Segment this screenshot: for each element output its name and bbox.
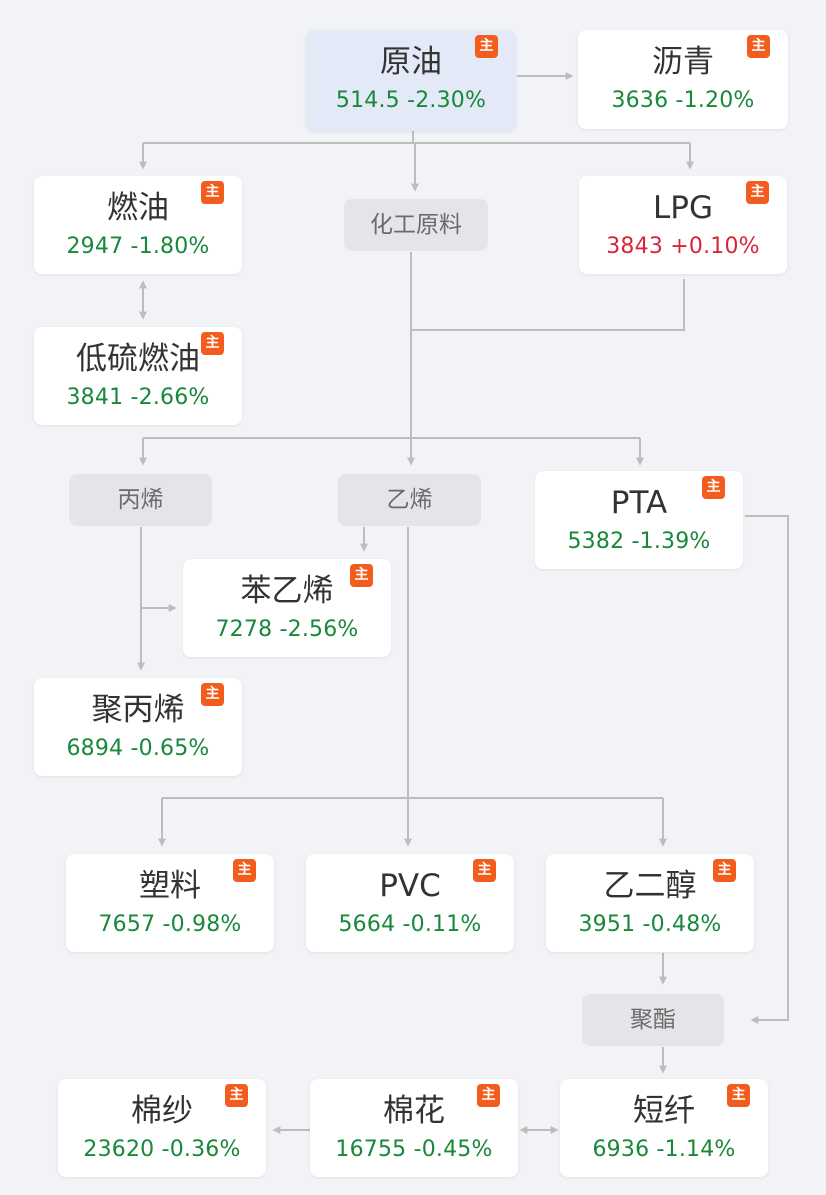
main-contract-badge: 主 [713, 859, 736, 882]
node-cotton[interactable]: 棉花 16755 -0.45% 主 [310, 1079, 518, 1177]
node-change: -1.39% [631, 529, 711, 554]
node-quote: 7278 -2.56% [183, 615, 391, 645]
node-price: 6936 [592, 1137, 650, 1162]
node-short-fiber[interactable]: 短纤 6936 -1.14% 主 [560, 1079, 768, 1177]
pta-polyester-arrow [745, 515, 789, 1024]
node-quote: 6936 -1.14% [560, 1135, 768, 1165]
node-price: 2947 [66, 234, 124, 259]
node-name: 棉花 [383, 1093, 445, 1129]
node-change: -1.80% [130, 234, 210, 259]
node-quote: 6894 -0.65% [34, 734, 242, 764]
node-change: -2.56% [279, 617, 359, 642]
node-name: 苯乙烯 [240, 573, 334, 609]
node-price: 6894 [66, 736, 124, 761]
node-quote: 3843 +0.10% [579, 232, 787, 262]
node-fuel-oil[interactable]: 燃油 2947 -1.80% 主 [34, 176, 242, 274]
node-change: -1.14% [656, 1137, 736, 1162]
node-name: 乙二醇 [603, 868, 697, 904]
node-pp[interactable]: 聚丙烯 6894 -0.65% 主 [34, 678, 242, 776]
node-price: 23620 [83, 1137, 155, 1162]
node-quote: 3951 -0.48% [546, 910, 754, 940]
node-price: 3843 [606, 234, 664, 259]
node-name: 燃油 [107, 190, 169, 226]
node-eg[interactable]: 乙二醇 3951 -0.48% 主 [546, 854, 754, 952]
node-quote: 7657 -0.98% [66, 910, 274, 940]
main-contract-badge: 主 [746, 181, 769, 204]
node-quote: 3636 -1.20% [578, 86, 788, 116]
main-contract-badge: 主 [727, 1084, 750, 1107]
node-price: 5382 [567, 529, 625, 554]
node-change: -0.36% [161, 1137, 241, 1162]
group-chem-raw: 化工原料 [344, 199, 488, 251]
node-quote: 23620 -0.36% [58, 1135, 266, 1165]
node-price: 514.5 [335, 88, 400, 113]
group-ethylene: 乙烯 [338, 474, 481, 526]
node-quote: 514.5 -2.30% [306, 86, 516, 116]
node-price: 16755 [335, 1137, 407, 1162]
group-polyester: 聚酯 [582, 994, 724, 1046]
main-contract-badge: 主 [473, 859, 496, 882]
node-change: -0.11% [402, 912, 482, 937]
node-change: -0.45% [413, 1137, 493, 1162]
node-change: +0.10% [670, 234, 760, 259]
node-name: 塑料 [139, 868, 201, 904]
node-asphalt[interactable]: 沥青 3636 -1.20% 主 [578, 30, 788, 129]
node-cotton-yarn[interactable]: 棉纱 23620 -0.36% 主 [58, 1079, 266, 1177]
node-lpg[interactable]: LPG 3843 +0.10% 主 [579, 176, 787, 274]
node-name: 聚丙烯 [91, 692, 185, 728]
main-contract-badge: 主 [475, 35, 498, 58]
node-change: -0.65% [130, 736, 210, 761]
node-name: 短纤 [633, 1093, 695, 1129]
node-name: 沥青 [652, 44, 714, 80]
node-pta[interactable]: PTA 5382 -1.39% 主 [535, 471, 743, 569]
node-pvc[interactable]: PVC 5664 -0.11% 主 [306, 854, 514, 952]
node-change: -1.20% [675, 88, 755, 113]
node-lsfo[interactable]: 低硫燃油 3841 -2.66% 主 [34, 327, 242, 425]
main-contract-badge: 主 [702, 476, 725, 499]
node-price: 7278 [215, 617, 273, 642]
node-change: -0.98% [162, 912, 242, 937]
main-contract-badge: 主 [350, 564, 373, 587]
node-name: PVC [379, 868, 441, 904]
node-price: 3841 [66, 385, 124, 410]
main-contract-badge: 主 [233, 859, 256, 882]
node-price: 3636 [611, 88, 669, 113]
node-plastic[interactable]: 塑料 7657 -0.98% 主 [66, 854, 274, 952]
node-styrene[interactable]: 苯乙烯 7278 -2.56% 主 [183, 559, 391, 657]
node-change: -0.48% [642, 912, 722, 937]
main-contract-badge: 主 [201, 683, 224, 706]
main-contract-badge: 主 [747, 35, 770, 58]
node-quote: 3841 -2.66% [34, 383, 242, 413]
main-contract-badge: 主 [477, 1084, 500, 1107]
node-quote: 16755 -0.45% [310, 1135, 518, 1165]
node-name: 棉纱 [131, 1093, 193, 1129]
node-price: 7657 [98, 912, 156, 937]
main-contract-badge: 主 [225, 1084, 248, 1107]
node-name: 原油 [380, 44, 442, 80]
node-name: PTA [610, 485, 668, 521]
node-price: 3951 [578, 912, 636, 937]
main-contract-badge: 主 [201, 181, 224, 204]
node-name: LPG [653, 190, 713, 226]
node-quote: 2947 -1.80% [34, 232, 242, 262]
node-quote: 5382 -1.39% [535, 527, 743, 557]
node-change: -2.66% [130, 385, 210, 410]
node-quote: 5664 -0.11% [306, 910, 514, 940]
main-contract-badge: 主 [201, 332, 224, 355]
group-propylene: 丙烯 [69, 474, 212, 526]
node-price: 5664 [338, 912, 396, 937]
node-name: 低硫燃油 [76, 341, 200, 377]
node-change: -2.30% [407, 88, 487, 113]
node-crude[interactable]: 原油 514.5 -2.30% 主 [306, 30, 516, 131]
